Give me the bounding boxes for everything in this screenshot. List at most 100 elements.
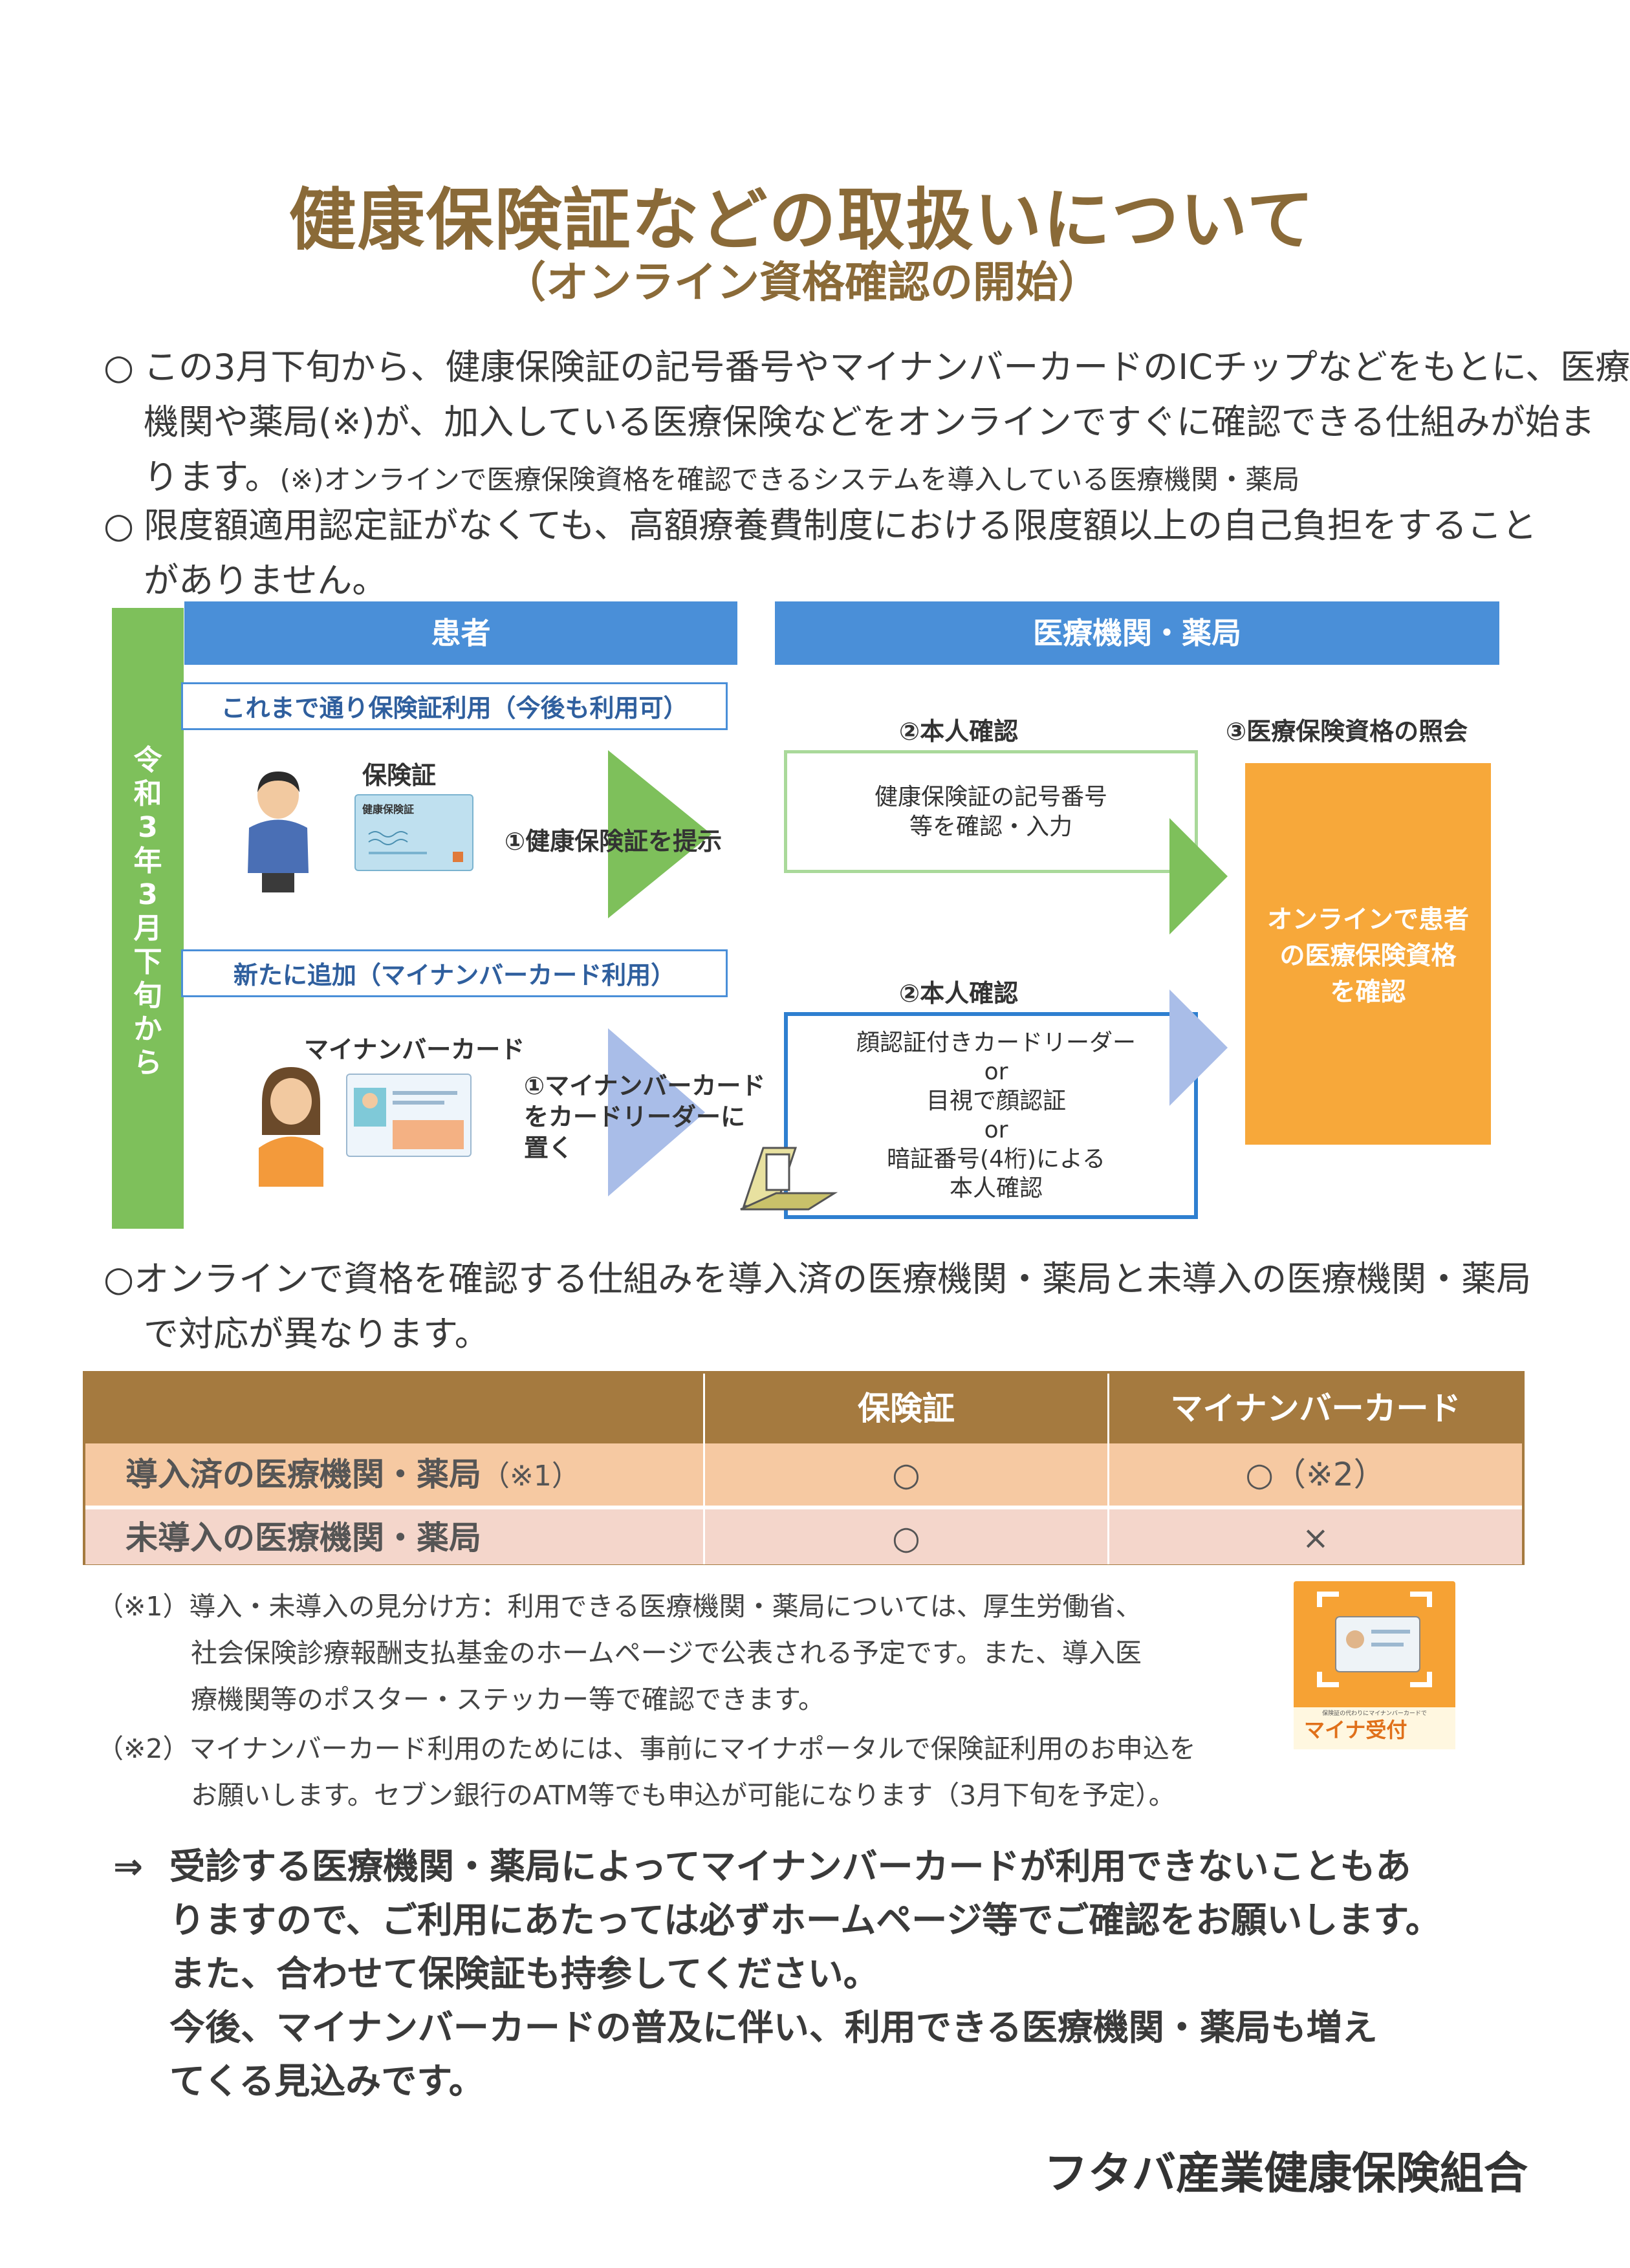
row2-step2-line: 目視で顔認証 — [926, 1088, 1066, 1114]
row2-step2-line: or — [984, 1117, 1008, 1143]
intro-text: 限度額適用認定証がなくても、高額療養費制度における限度額以上の自己負担をすること — [144, 505, 1538, 546]
comparison-table: 保険証 マイナンバーカード 導入済の医療機関・薬局（※1） ○ ○（※2） 未導… — [83, 1371, 1525, 1565]
table-row-label: 未導入の医療機関・薬局 — [85, 1507, 703, 1564]
row-label-note: （※1） — [481, 1460, 580, 1493]
row2-arrow-icon — [608, 1028, 705, 1196]
table-header-my-number: マイナンバーカード — [1107, 1374, 1522, 1443]
row2-step1: ①マイナンバーカード をカードリーダーに 置く — [524, 1070, 765, 1163]
period-bar — [112, 608, 184, 1229]
final-arrow-icon: ⇒ — [113, 1846, 144, 1887]
row2-step1-line: をカードリーダーに — [524, 1103, 746, 1131]
bullet-icon: ○ — [103, 505, 135, 546]
intro-paragraph-2-line-2: がありません。 — [144, 560, 387, 601]
final-line-1: 受診する医療機関・薬局によってマイナンバーカードが利用できないこともあ — [169, 1846, 1411, 1887]
row2-step1-line: 置く — [524, 1134, 574, 1162]
step3-text: オンラインで患者 の医療保険資格 を確認 — [1245, 902, 1491, 1011]
section2-line-1: ○オンラインで資格を確認する仕組みを導入済の医療機関・薬局と未導入の医療機関・薬… — [103, 1258, 1532, 1299]
row2-step2-box — [784, 1012, 1198, 1219]
row1-step1: ①健康保険証を提示 — [505, 827, 723, 856]
row2-step2-text: 顔認証付きカードリーダー or 目視で顔認証 or 暗証番号(4桁)による 本人… — [809, 1028, 1184, 1203]
period-char: 月 — [133, 912, 162, 945]
row2-step2-line: 顔認証付きカードリーダー — [856, 1030, 1136, 1056]
row1-step2-title: ②本人確認 — [899, 717, 1019, 746]
row1-step2-text: 健康保険証の記号番号 等を確認・入力 — [784, 783, 1198, 842]
period-char: 和 — [133, 777, 162, 810]
row2-label: 新たに追加（マイナンバーカード利用） — [181, 949, 728, 997]
final-line-5: てくる見込みです。 — [169, 2060, 484, 2102]
note2-line-1: （※2）マイナンバーカード利用のためには、事前にマイナポータルで保険証利用のお申… — [97, 1733, 1196, 1764]
card-scan-icon — [1317, 1592, 1432, 1687]
page-subtitle: （オンライン資格確認の開始） — [503, 257, 1101, 307]
insurance-card-label: 保険証 — [362, 761, 437, 790]
row1-step2-box — [784, 750, 1198, 873]
table-header-empty — [85, 1374, 703, 1443]
patient-header: 患者 — [184, 601, 737, 665]
note1-line-1: （※1）導入・未導入の見分け方：利用できる医療機関・薬局については、厚生労働省、 — [97, 1591, 1142, 1622]
my-number-card-label: マイナンバーカード — [304, 1035, 525, 1064]
card-face-text: 健康保険証 — [362, 803, 415, 815]
card-face-icon — [354, 1088, 464, 1149]
my-number-card-icon — [346, 1074, 472, 1157]
row2-step2-arrow-icon — [1169, 989, 1228, 1106]
insurance-card-icon: 健康保険証 — [354, 794, 473, 871]
final-line-4: 今後、マイナンバーカードの普及に伴い、利用できる医療機関・薬局も増え — [169, 2007, 1378, 2048]
page-title: 健康保険証などの取扱いについて — [288, 180, 1316, 259]
table-cell-my-number: ○（※2） — [1107, 1443, 1522, 1506]
note1-line-3: 療機関等のポスター・ステッカー等で確認できます。 — [191, 1684, 825, 1715]
intro-text: ります。 — [144, 457, 280, 497]
intro-paragraph-1-line-3: ります。(※)オンラインで医療保険資格を確認できるシステムを導入している医療機関… — [144, 449, 1299, 507]
note2-line-2: お願いします。セブン銀行のATM等でも申込が可能になります（3月下旬を予定）。 — [191, 1780, 1175, 1811]
step3-line: オンラインで患者 — [1266, 905, 1469, 934]
facility-header: 医療機関・薬局 — [775, 601, 1499, 665]
bullet-icon: ○ — [103, 347, 135, 387]
note1-line-2: 社会保険診療報酬支払基金のホームページで公表される予定です。また、導入医 — [191, 1637, 1142, 1669]
period-char: 下 — [133, 945, 162, 978]
step3-box — [1245, 763, 1491, 1145]
intro-paragraph-1-line-2: 機関や薬局(※)が、加入している医療保険などをオンラインですぐに確認できる仕組み… — [144, 402, 1595, 442]
period-char: 旬 — [133, 979, 162, 1012]
sticker-label: マイナ受付 — [1304, 1718, 1407, 1742]
section2-line-2: で対応が異なります。 — [144, 1313, 490, 1354]
row2-step2-title: ②本人確認 — [899, 979, 1019, 1008]
step3-title: ③医療保険資格の照会 — [1226, 717, 1468, 746]
intro-paragraph-1-line-1: ○この3月下旬から、健康保険証の記号番号やマイナンバーカードのICチップなどをも… — [103, 340, 1630, 394]
row1-step2-arrow-icon — [1169, 818, 1228, 934]
table-header-insurance-card: 保険証 — [703, 1374, 1107, 1443]
period-char: か — [133, 1013, 162, 1046]
row2-step1-line: ①マイナンバーカード — [524, 1072, 766, 1100]
table-cell-insurance-card: ○ — [703, 1507, 1107, 1564]
row1-step2-line: 等を確認・入力 — [909, 814, 1072, 840]
female-patient-icon — [259, 1067, 323, 1187]
period-char: ら — [133, 1046, 162, 1079]
sticker-caption: 保険証の代わりにマイナンバーカードで — [1322, 1711, 1427, 1717]
step3-line: の医療保険資格 — [1279, 942, 1457, 971]
row1-label: これまで通り保険証利用（今後も利用可） — [181, 682, 728, 730]
card-wave-icon — [368, 831, 463, 862]
intro-paragraph-2-line-1: ○限度額適用認定証がなくても、高額療養費制度における限度額以上の自己負担をするこ… — [103, 498, 1537, 553]
table-cell-my-number: × — [1107, 1507, 1522, 1564]
row-label-text: 導入済の医療機関・薬局 — [125, 1456, 481, 1493]
row2-step2-line: 本人確認 — [949, 1175, 1043, 1202]
table-row-label: 導入済の医療機関・薬局（※1） — [85, 1443, 703, 1506]
table-cell-insurance-card: ○ — [703, 1443, 1107, 1506]
intro-footnote: (※)オンラインで医療保険資格を確認できるシステムを導入している医療機関・薬局 — [279, 464, 1300, 495]
final-line-3: また、合わせて保険証も持参してください。 — [169, 1953, 879, 1994]
row1-step2-line: 健康保険証の記号番号 — [874, 784, 1107, 810]
row2-step2-line: 暗証番号(4桁)による — [887, 1146, 1105, 1172]
period-char: 3 — [138, 878, 158, 911]
sticker-label-area: 保険証の代わりにマイナンバーカードで マイナ受付 — [1294, 1707, 1455, 1749]
maina-uketsuke-sticker: 保険証の代わりにマイナンバーカードで マイナ受付 — [1294, 1581, 1455, 1749]
period-char: 年 — [133, 845, 162, 878]
row1-arrow-icon — [608, 750, 712, 918]
step3-line: を確認 — [1330, 978, 1406, 1007]
final-line-2: りますので、ご利用にあたっては必ずホームページ等でご確認をお願いします。 — [169, 1899, 1441, 1941]
period-char: 令 — [133, 744, 162, 777]
period-char: 3 — [138, 811, 158, 844]
row2-step2-line: or — [984, 1059, 1008, 1085]
intro-text: この3月下旬から、健康保険証の記号番号やマイナンバーカードのICチップなどをもと… — [144, 347, 1630, 387]
card-reader-icon — [740, 1147, 838, 1211]
organization-name: フタバ産業健康保険組合 — [1043, 2148, 1528, 2199]
male-patient-icon — [248, 772, 309, 892]
